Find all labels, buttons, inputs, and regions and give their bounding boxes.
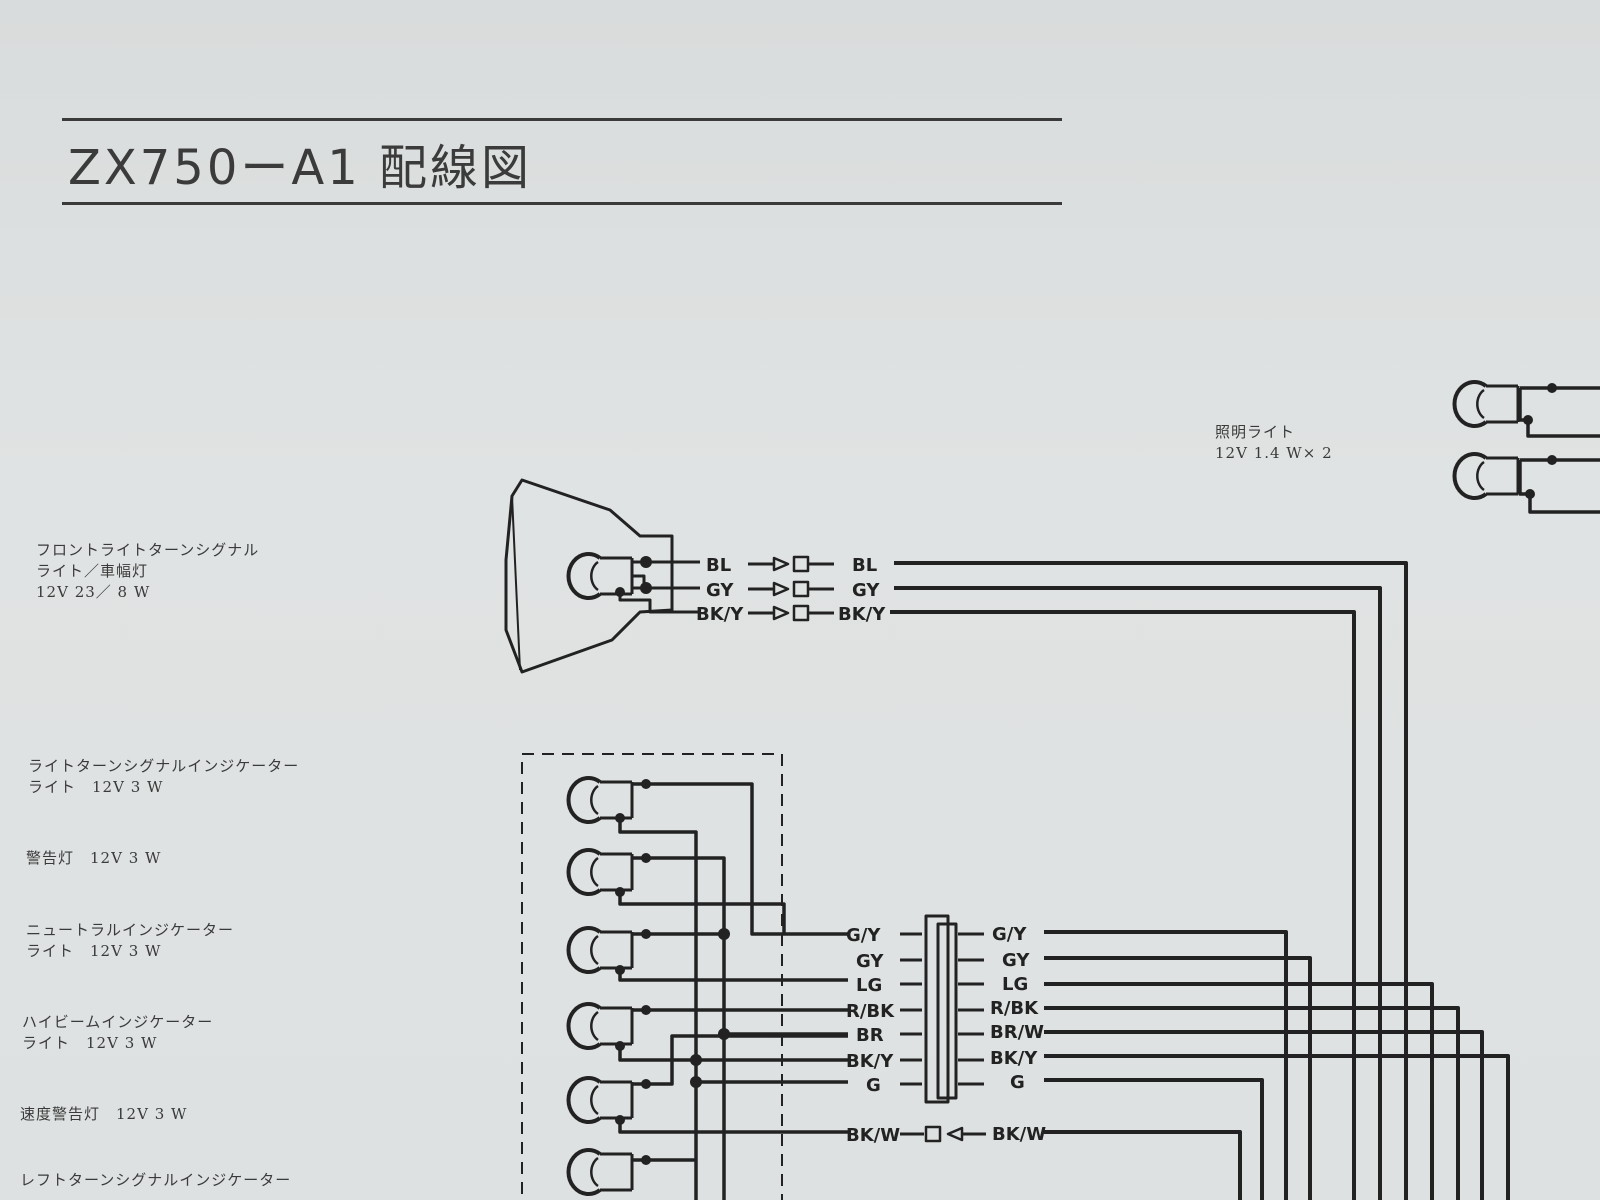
wire-label-bky-right: BK/Y (838, 604, 886, 625)
wire-label-br-m-l: BR (856, 1025, 884, 1046)
label-front-turn-signal: フロントライトターンシグナル ライト／車幅灯 12V 23／ 8 W (36, 540, 259, 603)
wire-label-bkw-right: BK/W (992, 1124, 1046, 1145)
wire-label-g-m-l: G (866, 1075, 881, 1096)
illumination-bulbs (1452, 380, 1600, 514)
label-illumination-light: 照明ライト 12V 1.4 W× 2 (1215, 422, 1333, 464)
label-illumination-name: 照明ライト (1215, 423, 1296, 441)
front-connectors (748, 555, 834, 622)
wire-label-bkw-left: BK/W (846, 1125, 900, 1146)
wire-label-gy-left: GY (706, 580, 734, 601)
label-front-turn-line1: フロントライトターンシグナル (36, 541, 260, 559)
wire-label-bky-m-l: BK/Y (846, 1051, 894, 1072)
page-title: ZX750ーA1 配線図 (68, 140, 533, 196)
label-highbeam-indicator: ハイビームインジケーター ライト 12V 3 W (22, 1012, 213, 1054)
wire-label-g-m-r: G (1010, 1072, 1025, 1093)
label-highbeam-line1: ハイビームインジケーター (22, 1013, 214, 1031)
indicator-wiring (615, 779, 848, 1200)
title-rule-top (62, 118, 1062, 121)
front-right-wire-labels: BL GY BK/Y (838, 555, 886, 625)
wire-label-bky-m-r: BK/Y (990, 1048, 1038, 1069)
wire-label-gy-m-l: G/Y (846, 925, 881, 946)
label-neutral-line2: ライト 12V 3 W (26, 942, 162, 960)
wire-label-bl-right: BL (852, 555, 877, 576)
wire-label-bl-left: BL (706, 555, 731, 576)
meter-connector-block (900, 914, 984, 1104)
wire-label-gy-right: GY (852, 580, 880, 601)
label-speed-warning: 速度警告灯 12V 3 W (20, 1104, 187, 1125)
wire-label-lg-m-r: LG (1002, 974, 1028, 995)
label-turn-indicator-line2: ライト 12V 3 W (28, 778, 164, 796)
headlight-housing (504, 478, 700, 674)
label-left-turn-indicator: レフトターンシグナルインジケーター (20, 1170, 291, 1191)
label-highbeam-line2: ライト 12V 3 W (22, 1034, 158, 1052)
wire-label-gy2-m-l: GY (856, 951, 884, 972)
label-neutral-indicator: ニュートラルインジケーター ライト 12V 3 W (26, 920, 234, 962)
label-speed-warning-line1: 速度警告灯 12V 3 W (20, 1105, 188, 1123)
meter-enclosure (521, 753, 783, 1200)
label-front-turn-line2: ライト／車幅灯 (36, 562, 149, 580)
front-left-wire-labels: BL GY BK/Y (696, 555, 744, 625)
label-warning-light: 警告灯 12V 3 W (26, 848, 161, 869)
title-rule-bottom (62, 202, 1062, 205)
label-turn-indicator-line1: ライトターンシグナルインジケーター (28, 757, 300, 775)
label-turn-indicator: ライトターンシグナルインジケーター ライト 12V 3 W (28, 756, 299, 798)
meter-wire-runs (1044, 930, 1510, 1200)
wire-label-gy2-m-r: GY (1002, 950, 1030, 971)
wire-label-bky-left: BK/Y (696, 604, 744, 625)
meter-right-wire-labels: G/Y GY LG R/BK BR/W BK/Y G (990, 924, 1044, 1093)
bkw-connector (900, 1125, 986, 1143)
meter-left-wire-labels: G/Y GY LG R/BK BR BK/Y G (846, 925, 895, 1096)
wire-label-brw-m-r: BR/W (990, 1022, 1044, 1043)
wire-label-rbk-m-l: R/BK (846, 1001, 895, 1022)
wire-label-gy-m-r: G/Y (992, 924, 1027, 945)
front-wire-runs (890, 561, 1408, 1200)
label-illumination-spec: 12V 1.4 W× 2 (1215, 444, 1333, 462)
label-left-turn-line1: レフトターンシグナルインジケーター (20, 1171, 292, 1189)
label-front-turn-spec: 12V 23／ 8 W (36, 583, 151, 601)
label-neutral-line1: ニュートラルインジケーター (26, 921, 235, 939)
wire-label-lg-m-l: LG (856, 975, 882, 996)
label-warning-line1: 警告灯 12V 3 W (26, 849, 162, 867)
wire-label-rbk-m-r: R/BK (990, 998, 1039, 1019)
